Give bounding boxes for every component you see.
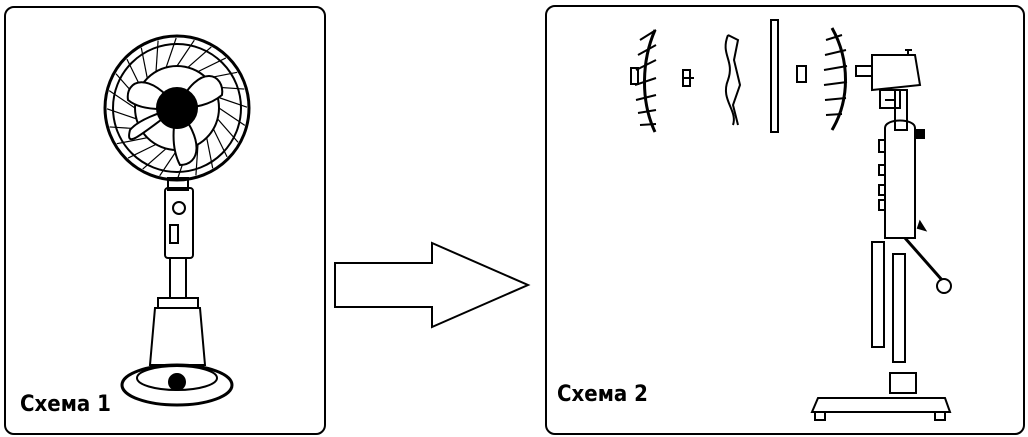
guard-rib xyxy=(116,137,148,145)
guard-rib xyxy=(217,96,248,108)
scheme-2-label: Схема 2 xyxy=(555,382,650,407)
guard-rib xyxy=(165,37,177,68)
guard-rib xyxy=(176,39,195,67)
scheme-1-label: Схема 1 xyxy=(18,392,113,417)
guard-rib xyxy=(159,149,178,177)
guard-rib xyxy=(187,46,212,68)
guard-rib xyxy=(140,47,148,79)
guard-rib xyxy=(142,148,167,170)
scheme-2-panel xyxy=(545,5,1025,435)
exploded-fan-icon xyxy=(630,19,952,421)
guard-rib xyxy=(195,144,199,176)
guard-rib xyxy=(212,128,228,158)
guard-rib xyxy=(155,40,159,72)
guard-rib xyxy=(127,143,157,159)
guard-rib xyxy=(217,118,239,143)
guard-rib xyxy=(108,90,136,109)
guard-rib xyxy=(218,107,246,126)
arrow-right-icon xyxy=(334,241,531,329)
guard-rib xyxy=(197,57,227,73)
assembled-fan-icon xyxy=(103,34,251,407)
guard-rib xyxy=(106,108,137,120)
guard-rib xyxy=(206,137,214,169)
